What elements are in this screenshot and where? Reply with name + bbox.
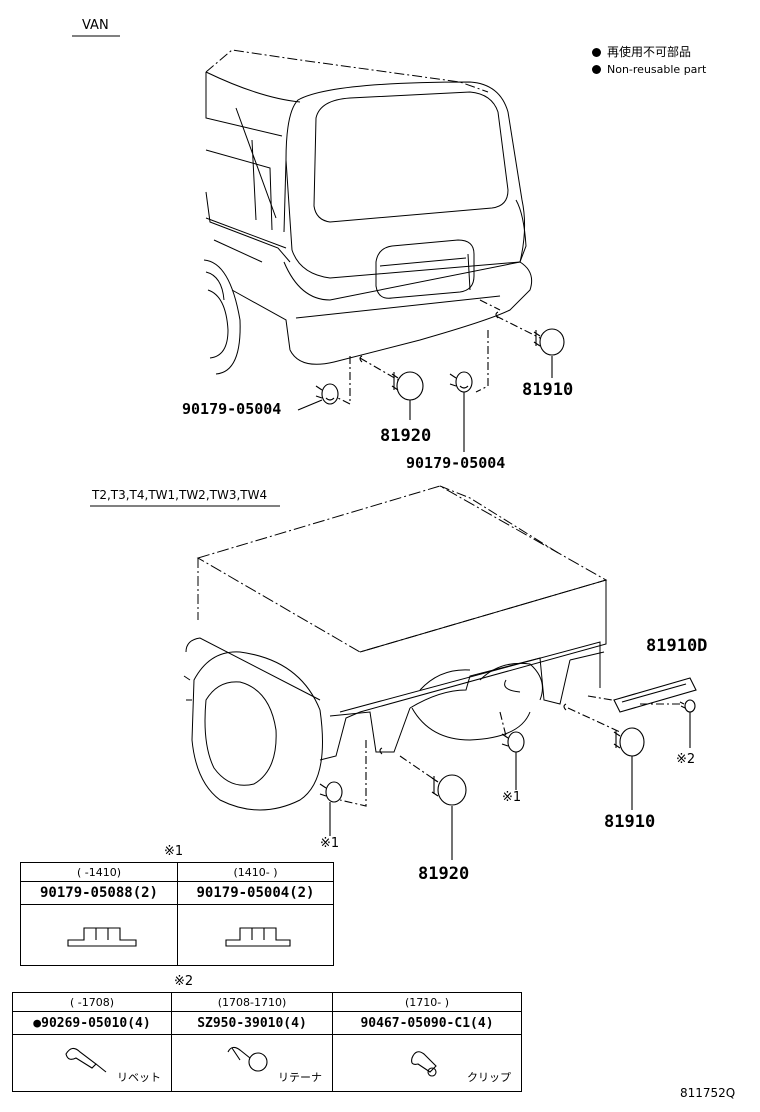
truck-reflector-81910 <box>613 727 645 810</box>
note1-range-2: (1410- ) <box>177 862 334 882</box>
callout-van-81910[interactable]: 81910 <box>522 380 574 400</box>
section-label-van: VAN <box>82 18 109 33</box>
callout-truck-81910D[interactable]: 81910D <box>646 636 708 656</box>
callout-truck-81910[interactable]: 81910 <box>604 812 656 832</box>
truck-reflector-81920 <box>431 774 467 860</box>
callout-van-81920[interactable]: 81920 <box>380 426 432 446</box>
callout-truck-81920[interactable]: 81920 <box>418 864 470 884</box>
figure-id: 811752Q <box>680 1086 736 1100</box>
note1-range-1: ( -1410) <box>20 862 178 882</box>
note1-part-2[interactable]: 90179-05004(2) <box>177 881 334 905</box>
callout-van-nut-right[interactable]: 90179-05004 <box>406 454 506 472</box>
note1-table: ( -1410) (1410- ) 90179-05088(2) 90179-0… <box>20 862 334 966</box>
note1-image-1 <box>20 904 178 966</box>
legend-en: Non-reusable part <box>592 62 706 78</box>
note1-part-1[interactable]: 90179-05088(2) <box>20 881 178 905</box>
van-reflector-81920 <box>391 371 424 420</box>
truck-parts <box>319 677 697 860</box>
callout-van-nut-left[interactable]: 90179-05004 <box>182 400 282 418</box>
note2-range-1: ( -1708) <box>12 992 172 1012</box>
note2-range-3: (1710- ) <box>332 992 522 1012</box>
bullet-icon <box>592 48 601 57</box>
truck-nut-center <box>501 731 525 790</box>
note2-range-2: (1708-1710) <box>171 992 333 1012</box>
note2-part-2[interactable]: SZ950-39010(4) <box>171 1011 333 1035</box>
note1-mark: ※1 <box>164 844 184 859</box>
note2-part-1[interactable]: ●90269-05010(4) <box>12 1011 172 1035</box>
section-label-truck: T2,T3,T4,TW1,TW2,TW3,TW4 <box>92 488 268 502</box>
van-parts <box>297 299 565 452</box>
note2-part-3[interactable]: 90467-05090-C1(4) <box>332 1011 522 1035</box>
truck-body <box>183 485 608 811</box>
note2-caption-1: リベット <box>117 1071 161 1084</box>
legend-ja: 再使用不可部品 <box>592 44 691 60</box>
truck-clip <box>679 699 696 748</box>
bullet-icon <box>592 65 601 74</box>
truck-nut-left <box>319 781 343 836</box>
callout-mark1-center: ※1 <box>502 790 522 805</box>
callout-mark2: ※2 <box>676 752 696 767</box>
van-body <box>203 49 533 375</box>
truck-plate-81910D <box>613 677 697 713</box>
van-reflector-81910 <box>533 328 565 378</box>
legend-en-text: Non-reusable part <box>607 63 707 76</box>
note2-caption-3: クリップ <box>467 1071 511 1084</box>
note2-mark: ※2 <box>174 974 194 989</box>
legend-ja-text: 再使用不可部品 <box>607 45 692 59</box>
note2-image-1: リベット <box>12 1034 172 1092</box>
van-nut-left <box>315 383 339 405</box>
note2-image-2: リテーナ <box>171 1034 333 1092</box>
note1-image-2 <box>177 904 334 966</box>
callout-mark1-left: ※1 <box>320 836 340 851</box>
van-nut-right <box>449 371 473 393</box>
note2-image-3: クリップ <box>332 1034 522 1092</box>
note2-table: ( -1708) (1708-1710) (1710- ) ●90269-050… <box>12 992 522 1092</box>
note2-caption-2: リテーナ <box>278 1071 322 1084</box>
